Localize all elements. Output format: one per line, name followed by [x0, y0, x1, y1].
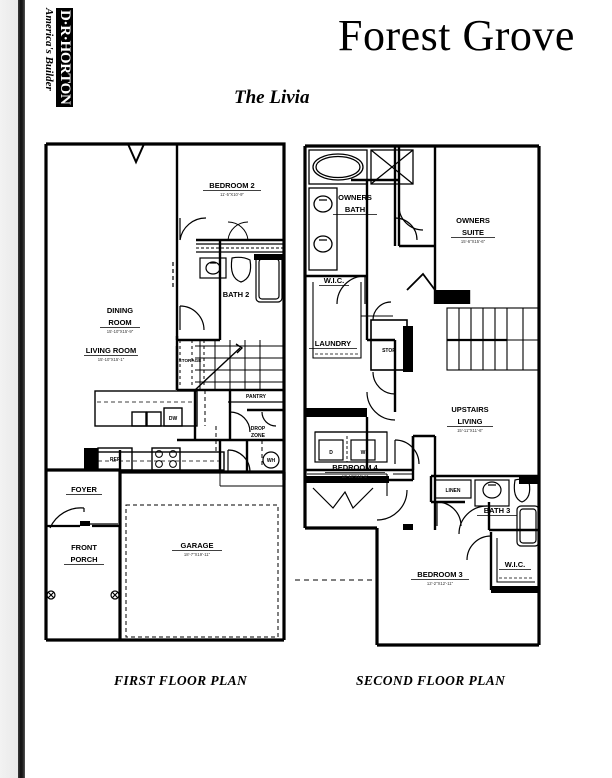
svg-text:D: D	[329, 450, 333, 456]
svg-text:18'-7"X19'-11": 18'-7"X19'-11"	[184, 552, 211, 557]
room-label: LIVING ROOM	[86, 346, 136, 355]
svg-text:10'-10"X15'-5": 10'-10"X15'-5"	[342, 474, 369, 479]
svg-text:BATH: BATH	[345, 205, 365, 214]
second-floor-plan: STOR D W	[295, 140, 545, 652]
svg-text:15'-11"X11'-6": 15'-11"X11'-6"	[457, 428, 483, 433]
dr-horton-logo: D·R·HORTON America's Builder	[43, 8, 74, 130]
second-floor-caption: SECOND FLOOR PLAN	[356, 673, 506, 688]
brand-name: D·R·HORTON	[56, 8, 73, 107]
svg-text:W.I.C.: W.I.C.	[505, 560, 525, 569]
svg-text:BATH 3: BATH 3	[484, 506, 511, 515]
svg-text:ROOM: ROOM	[108, 318, 131, 327]
svg-text:UPSTAIRS: UPSTAIRS	[451, 405, 488, 414]
svg-text:BATH 2: BATH 2	[223, 290, 250, 299]
svg-text:LIVING: LIVING	[457, 417, 482, 426]
svg-text:STORAGE: STORAGE	[179, 358, 202, 363]
svg-text:DINING: DINING	[107, 306, 133, 315]
svg-text:W.I.C.: W.I.C.	[324, 276, 344, 285]
svg-text:FRONT: FRONT	[71, 543, 97, 552]
community-title: Forest Grove	[338, 11, 575, 60]
svg-text:15'-10"X15'-9": 15'-10"X15'-9"	[107, 329, 134, 334]
svg-text:LAUNDRY: LAUNDRY	[315, 339, 351, 348]
svg-text:SUITE: SUITE	[462, 228, 484, 237]
svg-text:OWNERS: OWNERS	[456, 216, 490, 225]
scan-artifact-bar	[18, 0, 25, 778]
svg-text:BEDROOM 3: BEDROOM 3	[417, 570, 462, 579]
svg-text:BEDROOM 2: BEDROOM 2	[209, 181, 254, 190]
svg-text:11'-5"X10'-9": 11'-5"X10'-9"	[220, 192, 244, 197]
svg-text:WH: WH	[267, 458, 276, 464]
brand-tagline: America's Builder	[43, 8, 55, 91]
svg-text:BEDROOM 4: BEDROOM 4	[332, 463, 378, 472]
svg-text:ZONE: ZONE	[251, 433, 266, 439]
svg-text:GARAGE: GARAGE	[181, 541, 214, 550]
svg-text:15'-6"X15'-6": 15'-6"X15'-6"	[461, 239, 486, 244]
first-floor-plan: DW REF PANTRY DROP ZONE	[40, 140, 290, 652]
scan-edge-shadow	[0, 0, 18, 778]
svg-text:DROP: DROP	[251, 426, 266, 432]
svg-text:LINEN: LINEN	[446, 488, 461, 494]
svg-text:DW: DW	[169, 416, 178, 422]
first-floor-caption: FIRST FLOOR PLAN	[114, 673, 248, 688]
svg-text:FOYER: FOYER	[71, 485, 97, 494]
plan-title: The Livia	[234, 87, 310, 108]
svg-text:12'-2"X12'-11": 12'-2"X12'-11"	[427, 581, 454, 586]
svg-text:15'-10"X15'-1": 15'-10"X15'-1"	[98, 357, 125, 362]
svg-text:PORCH: PORCH	[70, 555, 97, 564]
svg-text:W: W	[361, 450, 366, 456]
svg-text:PANTRY: PANTRY	[246, 394, 267, 400]
svg-text:REF: REF	[110, 457, 120, 463]
svg-text:STOR: STOR	[382, 348, 396, 354]
svg-text:OWNERS: OWNERS	[338, 193, 372, 202]
